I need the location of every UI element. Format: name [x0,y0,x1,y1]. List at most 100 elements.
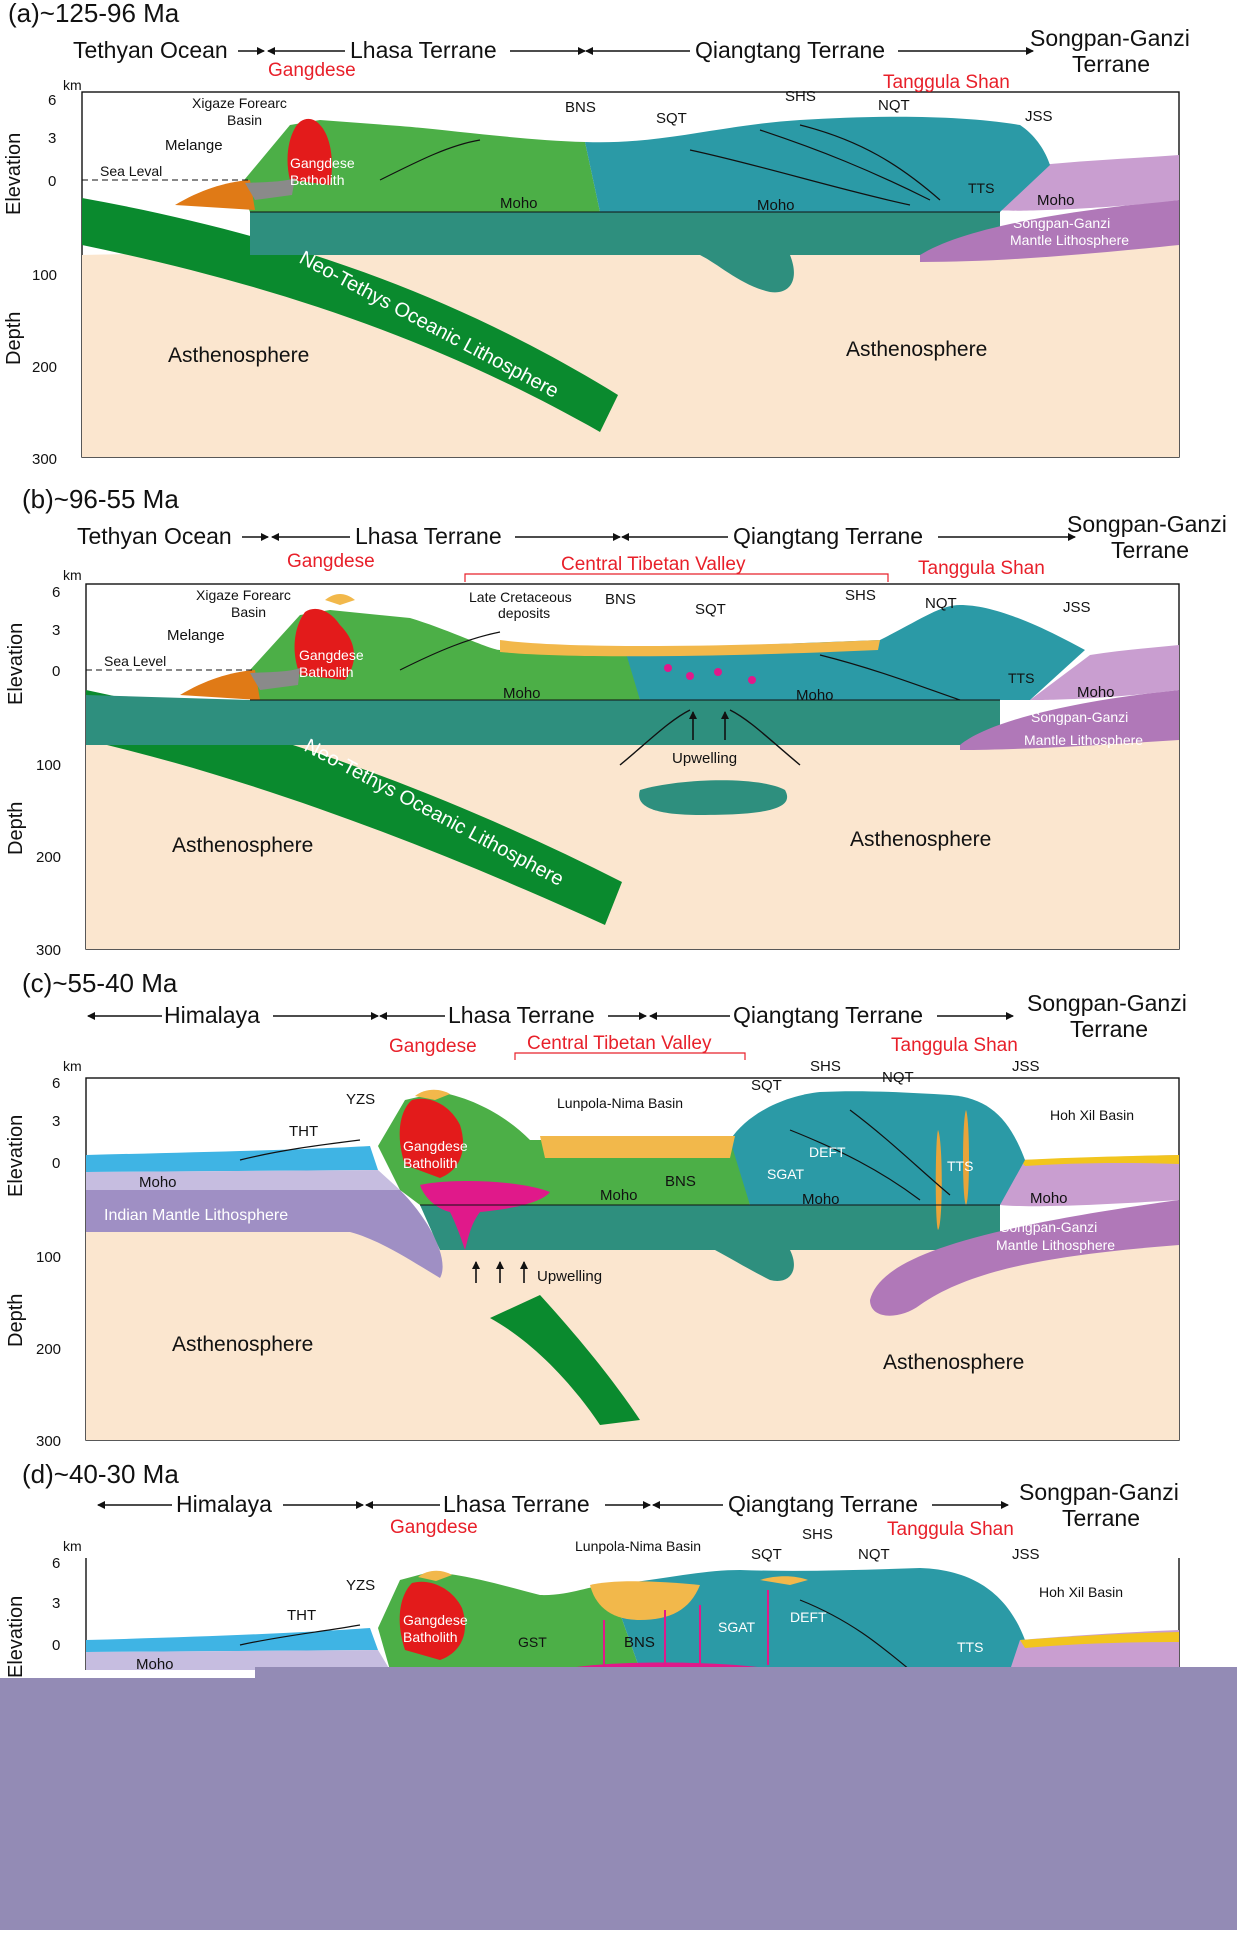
depth-axis-label: Depth [3,312,25,365]
header-himalaya: Himalaya [176,1491,272,1517]
label-songpan-mantle-1: Songpan-Ganzi [1000,1219,1097,1235]
label-indian-mantle: Indian Mantle Lithosphere [104,1207,288,1224]
panel-a-title: (a)~125-96 Ma [8,0,180,28]
tick-label: 3 [52,622,60,639]
label-gangdese: Gangdese [268,60,356,81]
panel-a-section: km 6 3 0 100 200 300 Elevation Depth Gan… [3,60,1180,468]
label-batholith-2: Batholith [403,1155,457,1171]
label-songpan-mantle-2: Mantle Lithosphere [1010,232,1129,248]
panel-d-section: km 6 3 0 Elevation Gangdese Tanggula Sha… [5,1517,1180,1678]
panel-c-title: (c)~55-40 Ma [22,968,178,998]
indian-mantle-lithosphere [86,1190,443,1278]
label-batholith-1: Gangdese [403,1612,468,1628]
songpan-mantle [960,690,1179,750]
tick-label: 300 [36,1433,61,1450]
label-songpan-mantle-2: Mantle Lithosphere [1024,732,1143,748]
label-sgat: SGAT [718,1619,756,1635]
label-tanggula-shan: Tanggula Shan [883,72,1010,93]
magma-drop [748,676,756,684]
panel-d: (d)~40-30 Ma Himalaya Lhasa Terrane Qian… [5,1459,1180,1678]
himalaya-lower-crust [86,1650,390,1670]
panel-b-title: (b)~96-55 Ma [22,484,179,514]
header-tethyan-ocean: Tethyan Ocean [77,523,232,549]
label-batholith-2: Batholith [290,172,344,188]
label-songpan-mantle-2: Mantle Lithosphere [996,1237,1115,1253]
panel-c-section: km 6 3 0 100 200 300 Elevation Depth Gan… [5,1033,1180,1450]
tick-label: 300 [36,942,61,959]
label-asthenosphere: Asthenosphere [168,344,309,367]
label-batholith-1: Gangdese [403,1138,468,1154]
panel-b: (b)~96-55 Ma Tethyan Ocean Lhasa Terrane… [5,484,1227,959]
label-songpan-mantle-1: Songpan-Ganzi [1013,215,1110,231]
tick-label: 6 [52,584,60,601]
label-hoh-xil-basin: Hoh Xil Basin [1039,1584,1123,1600]
label-jss: JSS [1012,1546,1040,1563]
label-asthenosphere: Asthenosphere [850,828,991,851]
label-asthenosphere: Asthenosphere [172,834,313,857]
km-label: km [63,77,82,93]
label-deft: DEFT [809,1144,846,1160]
lhasa-crust [250,610,640,700]
volcanic-cap [325,594,355,605]
himalaya-crust [86,1146,378,1172]
header-lhasa-terrane: Lhasa Terrane [350,37,497,63]
label-moho: Moho [500,195,538,212]
magma-column [963,1110,969,1205]
label-nqt: NQT [878,97,910,114]
header-songpan-ganzi: Songpan-Ganzi [1027,990,1187,1016]
late-cretaceous-deposits [500,640,880,657]
panel-a: (a)~125-96 Ma Tethyan Ocean Lhasa Terran… [3,0,1190,468]
tick-label: 0 [48,173,56,190]
label-sea-level: Sea Level [104,653,166,669]
songpan-crust [1000,1155,1179,1207]
panel-a-header: Tethyan Ocean Lhasa Terrane Qiangtang Te… [73,25,1190,77]
label-gst: GST [518,1634,547,1650]
label-gangdese: Gangdese [389,1036,477,1057]
label-tts: TTS [968,180,994,196]
footer-block [0,1667,1237,1930]
fault [799,124,941,201]
label-jss: JSS [1025,108,1053,125]
fault [399,631,501,671]
tick-label: 6 [52,1555,60,1572]
magma-drop [664,664,672,672]
km-label: km [63,1058,82,1074]
km-label: km [63,567,82,583]
upwelling-arrow [729,709,801,766]
label-late-cretaceous-2: deposits [498,605,550,621]
tick-label: 200 [32,359,57,376]
songpan-crust [1030,645,1179,700]
label-lunpola-nima-basin: Lunpola-Nima Basin [557,1095,683,1111]
header-songpan-terrane: Terrane [1062,1505,1140,1531]
panel-c: (c)~55-40 Ma Himalaya Lhasa Terrane Qian… [5,968,1187,1450]
qiangtang-crust [730,1091,1025,1205]
melange [180,670,260,700]
panel-d-title: (d)~40-30 Ma [22,1459,179,1489]
label-hoh-xil-basin: Hoh Xil Basin [1050,1107,1134,1123]
label-tanggula-shan: Tanggula Shan [918,558,1045,579]
label-central-tibetan-valley: Central Tibetan Valley [527,1033,712,1054]
elevation-axis-label: Elevation [5,623,27,705]
upwelling-arrow [619,709,691,766]
label-xigaze-1: Xigaze Forearc [192,95,287,111]
depth-axis-label: Depth [5,1294,27,1347]
label-sqt: SQT [751,1546,782,1563]
label-xigaze-2: Basin [227,112,262,128]
header-qiangtang-terrane: Qiangtang Terrane [728,1491,918,1517]
depth-axis-label: Depth [5,802,27,855]
label-melange: Melange [165,137,223,154]
label-gangdese: Gangdese [390,1517,478,1538]
neo-tethys-slab [86,690,622,925]
gangdese-batholith [399,1581,466,1660]
header-qiangtang-terrane: Qiangtang Terrane [733,1002,923,1028]
xigaze-forearc-basin [250,668,300,690]
label-central-tibetan-valley: Central Tibetan Valley [561,554,746,575]
tick-label: 6 [48,92,56,109]
songpan-mantle [920,200,1179,262]
panel-b-header: Tethyan Ocean Lhasa Terrane Qiangtang Te… [77,511,1227,563]
label-batholith-1: Gangdese [290,155,355,171]
label-asthenosphere: Asthenosphere [846,338,987,361]
header-songpan-terrane: Terrane [1070,1016,1148,1042]
label-tts: TTS [947,1158,973,1174]
label-upwelling: Upwelling [537,1268,602,1285]
